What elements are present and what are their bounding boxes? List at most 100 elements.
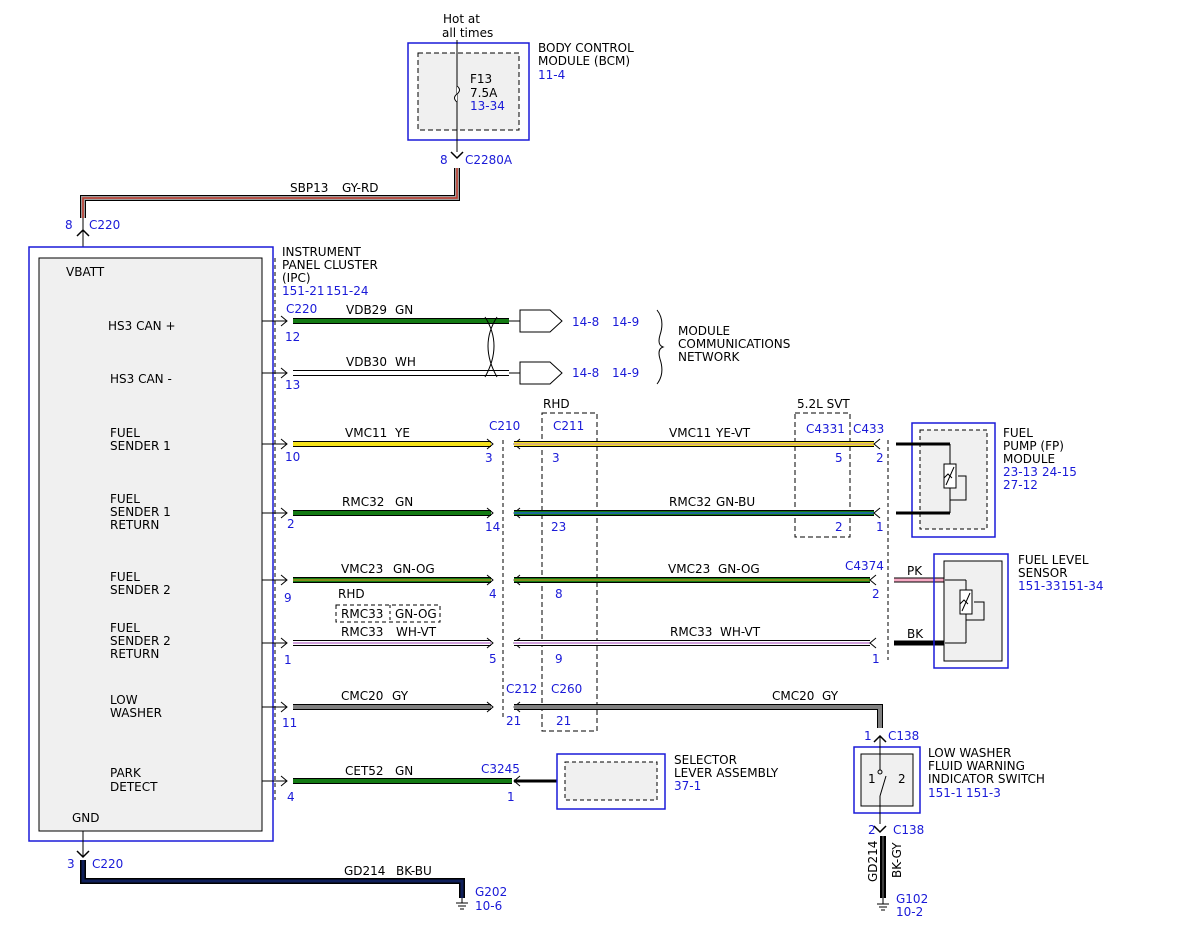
ipc-pin-stubs: [262, 315, 288, 787]
ipc-ref-2[interactable]: 151-24: [326, 284, 369, 298]
vmc11-color: YE: [394, 426, 410, 440]
gd214-circuit: GD214: [344, 864, 385, 878]
ipc-input-pin: 8: [65, 218, 73, 232]
c210-arrow-fs1: [486, 438, 494, 450]
hot-label-1: Hot at: [443, 12, 480, 26]
ipc-outline: [28, 246, 274, 842]
lw-ref-1[interactable]: 151-1: [928, 786, 963, 800]
c4374-connector[interactable]: C4374: [845, 559, 884, 573]
fls-variable-icon: [959, 592, 971, 612]
rhd-alt-color: GN-OG: [395, 607, 437, 621]
fuse-ref[interactable]: 13-34: [470, 99, 505, 113]
gd214b-color: BK-GY: [890, 842, 904, 878]
rmc32-color: GN: [395, 495, 413, 509]
ipc-input-connector[interactable]: C220: [89, 218, 120, 232]
bcm-outline: [407, 42, 530, 141]
vdb29-color: GN: [395, 303, 413, 317]
fls-ref-1[interactable]: 151-33: [1018, 579, 1061, 593]
c212-connector[interactable]: C212: [506, 682, 537, 696]
c210-pin-3: 3: [485, 451, 493, 465]
rmc33-circuit: RMC33: [341, 625, 383, 639]
cet52-circuit: CET52: [345, 764, 384, 778]
network-ref-3[interactable]: 14-8: [572, 366, 599, 380]
sbp13-color: GY-RD: [342, 181, 379, 195]
sel-title-2: LEVER ASSEMBLY: [674, 766, 779, 780]
pin-label-pd-2: DETECT: [110, 780, 158, 794]
pin-label-fs1-2: SENDER 1: [110, 439, 171, 453]
lw-title-2: FLUID WARNING: [928, 759, 1025, 773]
c138-top-connector[interactable]: C138: [888, 729, 919, 743]
pin-label-fs2r-1: FUEL: [110, 621, 140, 635]
fls-ref-2[interactable]: 151-34: [1061, 579, 1104, 593]
g102-ref[interactable]: 10-2: [896, 905, 923, 919]
rmc32-circuit: RMC32: [342, 495, 384, 509]
c210-arrow-fs2: [486, 574, 494, 586]
rmc32b-circuit: RMC32: [669, 495, 711, 509]
lw-switch-outline: [853, 746, 921, 814]
bcm-title-2: MODULE (BCM): [538, 54, 630, 68]
fp-module-outline: [911, 422, 996, 538]
ipc-pin-1: 1: [284, 653, 292, 667]
c433-pin-1: 1: [876, 520, 884, 534]
ipc-gnd: GND: [72, 811, 100, 825]
network-label-3: NETWORK: [678, 350, 741, 364]
vmc23b-color: GN-OG: [718, 562, 760, 576]
g202-ref[interactable]: 10-6: [475, 899, 502, 913]
g102-label[interactable]: G102: [896, 892, 928, 906]
lw-switch-blade-icon: [879, 775, 887, 797]
pin-label-fs2-2: SENDER 2: [110, 583, 171, 597]
g202-label[interactable]: G202: [475, 885, 507, 899]
c260-connector[interactable]: C260: [551, 682, 582, 696]
pin-label-fs1r-2: SENDER 1: [110, 505, 171, 519]
lw-title-3: INDICATOR SWITCH: [928, 772, 1045, 786]
bcm-ref[interactable]: 11-4: [538, 68, 565, 82]
c211-pin-9: 9: [555, 652, 563, 666]
pin-label-hs3-can-minus: HS3 CAN -: [110, 372, 172, 386]
sbp13-circuit: SBP13: [290, 181, 328, 195]
c211-connector[interactable]: C211: [553, 419, 584, 433]
fp-ref-3[interactable]: 27-12: [1003, 478, 1038, 492]
rmc32b-color: GN-BU: [716, 495, 755, 509]
bcm-connector[interactable]: C2280A: [465, 153, 513, 167]
network-arrow-icon-2: [509, 361, 563, 385]
ipc-gnd-connector[interactable]: C220: [92, 857, 123, 871]
c4331-pin-5: 5: [835, 451, 843, 465]
c138-top-pin: 1: [864, 729, 872, 743]
rmc33b-circuit: RMC33: [670, 625, 712, 639]
ipc-gnd-pin: 3: [67, 857, 75, 871]
ipc-ref-1[interactable]: 151-21: [282, 284, 325, 298]
c210-pin-4: 4: [489, 587, 497, 601]
pin-label-fs2-1: FUEL: [110, 570, 140, 584]
fp-ref-1[interactable]: 23-13: [1003, 465, 1038, 479]
ipc-box: [38, 257, 263, 832]
sbp13-wire-gy: [81, 168, 459, 218]
c4331-connector[interactable]: C4331: [806, 422, 845, 436]
c210-connector[interactable]: C210: [489, 419, 520, 433]
network-ref-2[interactable]: 14-9: [612, 315, 639, 329]
c433-connector[interactable]: C433: [853, 422, 884, 436]
fp-title-3: MODULE: [1003, 452, 1055, 466]
g202-ground-icon: [456, 902, 468, 910]
vdb29-circuit: VDB29: [346, 303, 387, 317]
c211-pin-23: 23: [551, 520, 566, 534]
fp-ref-2[interactable]: 24-15: [1042, 465, 1077, 479]
ipc-connector[interactable]: C220: [286, 302, 317, 316]
lw-switch-contact-icon: [877, 769, 883, 775]
bcm-box: [417, 52, 520, 131]
sel-ref[interactable]: 37-1: [674, 779, 701, 793]
ipc-title-2: PANEL CLUSTER: [282, 258, 378, 272]
rmc33-color: WH-VT: [396, 625, 437, 639]
c4374-arrow-fs2r: [869, 637, 877, 649]
c210-arrow-fs1r: [486, 507, 494, 519]
lw-ref-2[interactable]: 151-3: [966, 786, 1001, 800]
c3245-connector[interactable]: C3245: [481, 762, 520, 776]
lw-switch-pin-2: 2: [898, 772, 906, 786]
cet52-color: GN: [395, 764, 413, 778]
twisted-pair-icon: [484, 316, 498, 378]
c138-bot-connector[interactable]: C138: [893, 823, 924, 837]
network-ref-1[interactable]: 14-8: [572, 315, 599, 329]
vmc23-color: GN-OG: [393, 562, 435, 576]
c4374-arrow-fs2: [869, 574, 877, 586]
network-ref-4[interactable]: 14-9: [612, 366, 639, 380]
